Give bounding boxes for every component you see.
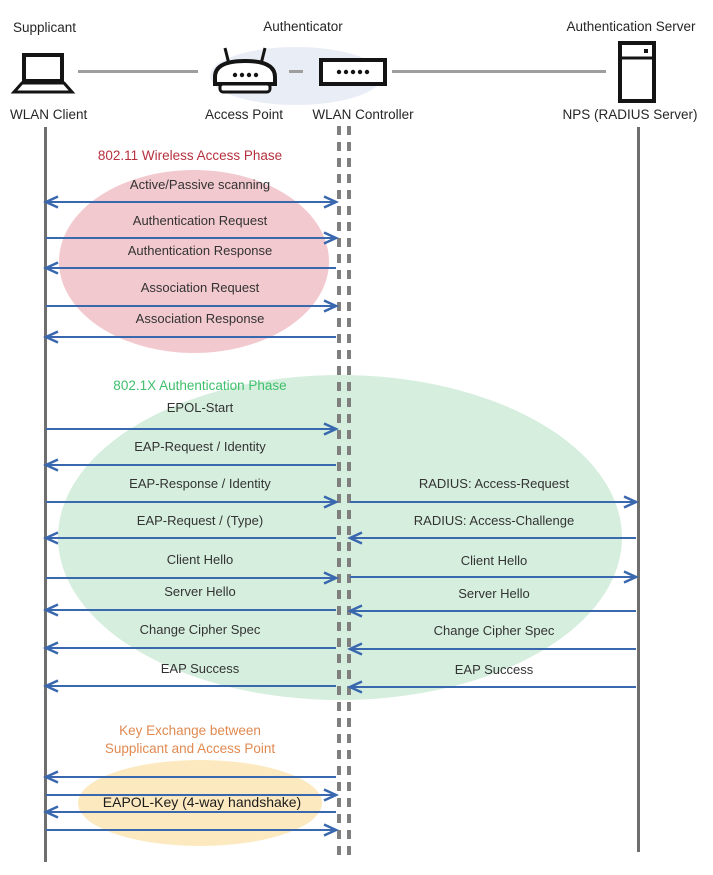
server-icon <box>617 41 657 108</box>
laptop-icon <box>10 53 76 100</box>
message-label-13: Server Hello <box>164 584 236 599</box>
phase1-title: 802.11 Wireless Access Phase <box>97 148 283 163</box>
message-label-15: Change Cipher Spec <box>139 622 261 637</box>
message-label-0: Active/Passive scanning <box>129 177 271 192</box>
message-label-8: RADIUS: Access-Request <box>418 476 570 491</box>
device-access-point: Access Point <box>204 107 284 122</box>
phase3-title-line1: Key Exchange between <box>119 723 261 738</box>
message-label-5: EPOL-Start <box>166 400 234 415</box>
access-point-icon <box>212 46 278 101</box>
connector-ap-controller <box>289 70 303 73</box>
message-label-7: EAP-Response / Identity <box>129 476 271 491</box>
role-supplicant: Supplicant <box>13 20 77 35</box>
device-wlan-controller: WLAN Controller <box>312 107 414 122</box>
message-label-16: Change Cipher Spec <box>433 623 555 638</box>
connector-controller-server <box>392 70 606 73</box>
message-label-18: EAP Success <box>454 662 534 677</box>
message-label-11: Client Hello <box>166 552 234 567</box>
message-label-6: EAP-Request / Identity <box>134 439 266 454</box>
phase2-title: 802.1X Authentication Phase <box>113 378 287 393</box>
message-label-17: EAP Success <box>160 661 240 676</box>
message-label-4: Association Response <box>135 311 265 326</box>
phase3-ellipse <box>78 760 322 846</box>
phase3-title: Key Exchange between Supplicant and Acce… <box>105 722 275 758</box>
message-label-2: Authentication Response <box>127 243 273 258</box>
phase3-title-line2: Supplicant and Access Point <box>104 741 276 756</box>
connector-client-ap <box>78 70 198 73</box>
message-label-9: EAP-Request / (Type) <box>136 513 264 528</box>
message-label-3: Association Request <box>140 280 260 295</box>
message-label-21: EAPOL-Key (4-way handshake) <box>102 794 302 810</box>
lifeline-radius-server <box>637 127 640 852</box>
wlan-controller-icon <box>319 58 387 91</box>
lifeline-controller-dashed-left <box>337 126 341 858</box>
device-wlan-client: WLAN Client <box>10 107 88 122</box>
role-authentication-server: Authentication Server <box>566 19 696 34</box>
message-label-1: Authentication Request <box>132 213 268 228</box>
device-nps-radius-server: NPS (RADIUS Server) <box>562 107 698 122</box>
lifeline-controller-dashed-right <box>347 126 351 858</box>
message-label-10: RADIUS: Access-Challenge <box>413 513 575 528</box>
message-label-12: Client Hello <box>460 553 528 568</box>
role-authenticator: Authenticator <box>263 19 343 34</box>
lifeline-wlan-client <box>44 127 47 862</box>
phase1-ellipse <box>59 170 329 353</box>
message-label-14: Server Hello <box>458 586 530 601</box>
